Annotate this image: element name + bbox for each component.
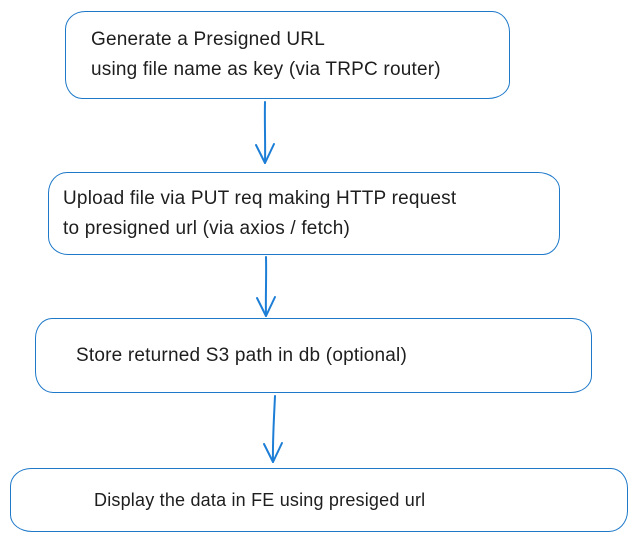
node-text-line: Store returned S3 path in db (optional) (76, 344, 408, 366)
flow-node-upload-file[interactable]: Upload file via PUT req making HTTP requ… (48, 172, 560, 255)
node-text-line: using file name as key (via TRPC router) (91, 59, 441, 80)
flow-node-store-s3-path[interactable]: Store returned S3 path in db (optional) (35, 318, 592, 393)
node-text-line: to presigned url (via axios / fetch) (63, 217, 351, 239)
arrow-store-to-display[interactable] (263, 395, 283, 463)
node-text-line: Generate a Presigned URL (91, 29, 325, 50)
node-text-line: Upload file via PUT req making HTTP requ… (63, 187, 457, 209)
arrow-generate-to-upload[interactable] (255, 101, 275, 164)
flow-node-display-data[interactable]: Display the data in FE using presiged ur… (10, 468, 628, 532)
node-text-line: Display the data in FE using presiged ur… (94, 490, 426, 510)
flow-node-generate-presigned-url[interactable]: Generate a Presigned URL using file name… (65, 11, 510, 99)
arrow-upload-to-store[interactable] (256, 256, 276, 317)
